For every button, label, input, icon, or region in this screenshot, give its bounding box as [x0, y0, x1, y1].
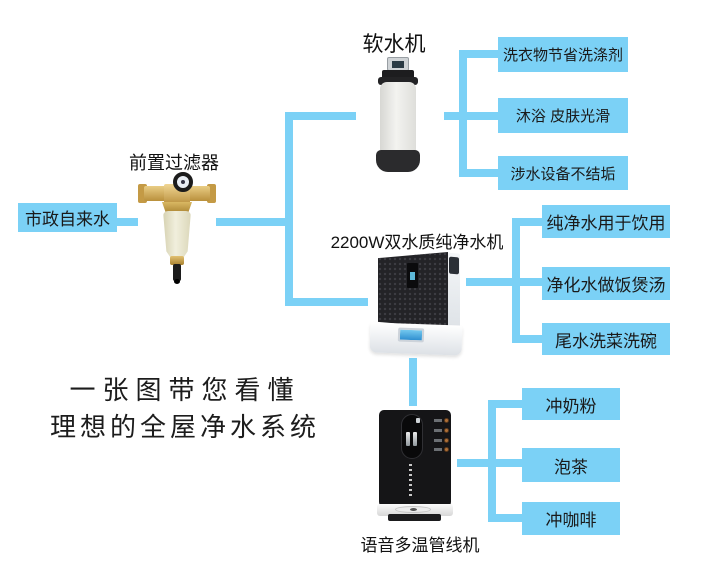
drain-valve [173, 264, 181, 281]
dispenser-illustration [375, 406, 457, 524]
pipe-dispenser-benefit-1 [488, 400, 528, 408]
dispenser-spout-left [406, 432, 410, 446]
purifier-vent [449, 256, 459, 275]
pipe-purifier-benefit-1 [512, 218, 548, 226]
prefilter-illustration [138, 158, 216, 286]
pipe-purifier-to-dispenser [409, 348, 417, 414]
button-label [434, 439, 442, 442]
temperature-button-4 [444, 447, 449, 452]
softener-illustration [356, 54, 444, 176]
pipe-softener-benefit-3 [459, 169, 504, 177]
water-drop-icon [416, 418, 420, 423]
pipe-dispenser-benefits-trunk [488, 400, 496, 522]
softener-base [376, 150, 420, 172]
dispenser-title: 语音多温管线机 [360, 536, 480, 555]
softener-neck [378, 77, 418, 85]
prefilter-title: 前置过滤器 [129, 153, 219, 173]
pipe-purifier-benefits-trunk [512, 218, 520, 343]
temperature-button-2 [444, 428, 449, 433]
bottle-nut [170, 256, 184, 265]
benefit-box-tea: 泡茶 [522, 448, 620, 482]
pipe-softener-benefit-1 [459, 50, 504, 58]
softener-title: 软水机 [362, 33, 426, 56]
benefit-box-drinking: 纯净水用于饮用 [542, 205, 670, 238]
outlet-fitting [207, 184, 216, 203]
benefit-box-coffee: 冲咖啡 [522, 502, 620, 535]
drain-tip [174, 279, 180, 284]
inlet-fitting [138, 184, 147, 203]
purifier-touchscreen [397, 327, 425, 343]
dispenser-stand [388, 514, 441, 521]
benefit-box-milk-powder: 冲奶粉 [522, 388, 620, 420]
softener-tank [380, 82, 416, 153]
slogan-line-1: 一张图带您看懂 [69, 375, 301, 405]
pipe-purifier-out [455, 278, 560, 286]
temperature-button-3 [444, 438, 449, 443]
dispenser-brand-text [409, 464, 412, 498]
drip-tray-grate [410, 508, 417, 511]
benefit-box-washing: 尾水洗菜洗碗 [542, 323, 670, 355]
pipe-purifier-benefit-3 [512, 335, 548, 343]
button-label [434, 429, 442, 432]
pipe-to-purifier [285, 298, 385, 306]
pipe-softener-benefits-trunk [459, 50, 467, 177]
dispenser-spout-recess [401, 414, 423, 459]
purifier-illustration [368, 250, 466, 358]
button-label [434, 419, 442, 422]
benefit-box-bathing: 沐浴 皮肤光滑 [498, 98, 628, 133]
source-box-tap-water: 市政自来水 [18, 203, 117, 232]
slogan: 一张图带您看懂 理想的全屋净水系统 [20, 372, 350, 446]
benefit-box-laundry: 洗衣物节省洗涤剂 [498, 37, 628, 72]
dispenser-spout-right [413, 432, 417, 446]
softener-valve-cap [382, 70, 414, 79]
pipe-main-riser [285, 112, 293, 306]
button-label [434, 448, 442, 451]
pipe-dispenser-benefit-3 [488, 514, 528, 522]
slogan-line-2: 理想的全屋净水系统 [49, 412, 320, 442]
purifier-title: 2200W双水质纯净水机 [330, 233, 504, 252]
softener-controller-display [387, 57, 409, 71]
benefit-box-cooking: 净化水做饭煲汤 [542, 267, 670, 300]
purifier-display [407, 263, 418, 288]
temperature-button-1 [444, 418, 449, 423]
filter-bottle [163, 211, 191, 258]
pressure-gauge [173, 172, 193, 192]
benefit-box-no-scale: 涉水设备不结垢 [498, 156, 628, 190]
